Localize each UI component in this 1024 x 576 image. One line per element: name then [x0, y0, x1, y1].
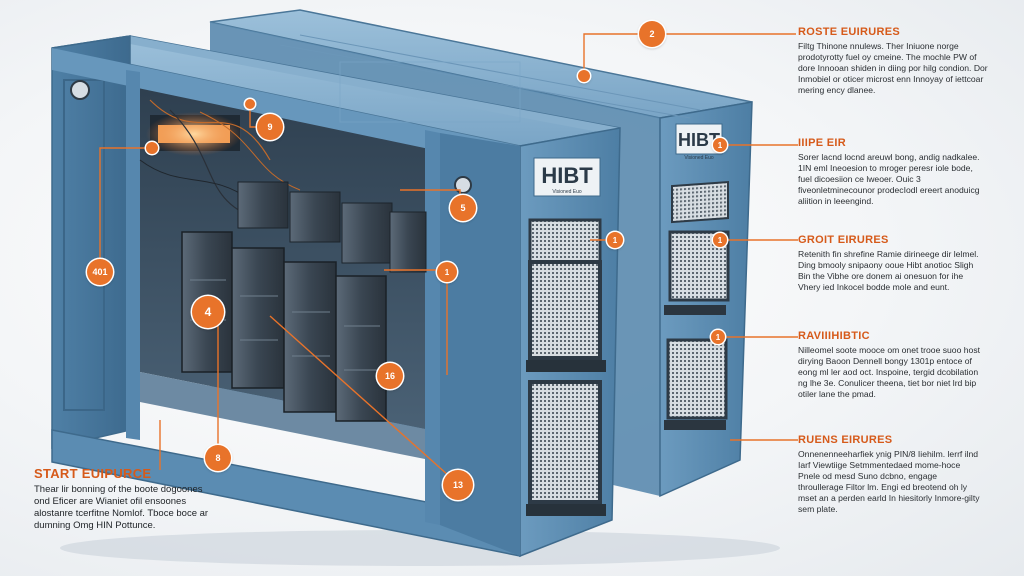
callout-badge-mid: 1 [437, 262, 457, 282]
label-text: Retenith fin shrefine Ramie dirineege di… [798, 249, 979, 292]
label-title: START EUIPURCE [34, 466, 152, 481]
label-text: Onnenenneeharfiek ynig PIN/8 Iiehilm. le… [798, 449, 980, 514]
front-logo: HIBT [541, 163, 593, 188]
label-title: IIIPE EIR [798, 137, 846, 149]
callout-badge-13: 13 [443, 470, 473, 500]
label-title: ROSTE EUIRURES [798, 26, 900, 38]
label-title: GROIT EIRURES [798, 234, 889, 246]
label-title: RUENS EIRURES [798, 434, 893, 446]
label-text: Nilleomel soote mooce om onet trooe suoo… [798, 345, 981, 399]
label-text: Filtg Thinone nnulews. Ther Iniuone norg… [798, 41, 988, 95]
label-hipe-eir: IIIPE EIR Sorer lacnd locnd areuwl bong,… [798, 137, 980, 207]
callout-badge-5: 5 [450, 195, 476, 221]
battery-row-back [237, 181, 427, 273]
callout-badge-8: 8 [205, 445, 231, 471]
rear-logo-sub: Visioned Euo [684, 155, 714, 161]
callout-badge-401: 401 [87, 259, 113, 285]
label-text: Thear lir bonning of the boote dogoones … [34, 484, 209, 531]
callout-badge-4: 4 [192, 296, 224, 328]
callout-dot [578, 70, 590, 82]
label-top-right: ROSTE EUIRURES Filtg Thinone nnulews. Th… [798, 26, 988, 96]
callout-badge-front: 1 [607, 232, 623, 248]
label-title: RAVIIIHIBTIC [798, 330, 870, 342]
label-ruens: RUENS EIRURES Onnenenneeharfiek ynig PIN… [798, 434, 982, 515]
label-text: Sorer lacnd locnd areuwl bong, andig nad… [798, 152, 980, 206]
callout-badge-rear-1: 1 [713, 138, 727, 152]
label-left: START EUIPURCE Thear lir bonning of the … [34, 466, 210, 532]
callout-dot [245, 99, 255, 109]
callout-badge-2: 2 [639, 21, 665, 47]
front-logo-sub: Visioned Euo [552, 189, 582, 195]
callout-badge-rear-3: 1 [711, 330, 725, 344]
callout-dot [146, 142, 158, 154]
callout-badge-rear-2: 1 [713, 233, 727, 247]
ground-shadow [60, 530, 780, 566]
label-ravii: RAVIIIHIBTIC Nilleomel soote mooce om on… [798, 330, 982, 400]
callout-badge-16: 16 [377, 363, 403, 389]
rear-logo: HIBT [678, 130, 720, 150]
label-grot: GROIT EIRURES Retenith fin shrefine Rami… [798, 234, 982, 293]
callout-badge-9: 9 [257, 114, 283, 140]
